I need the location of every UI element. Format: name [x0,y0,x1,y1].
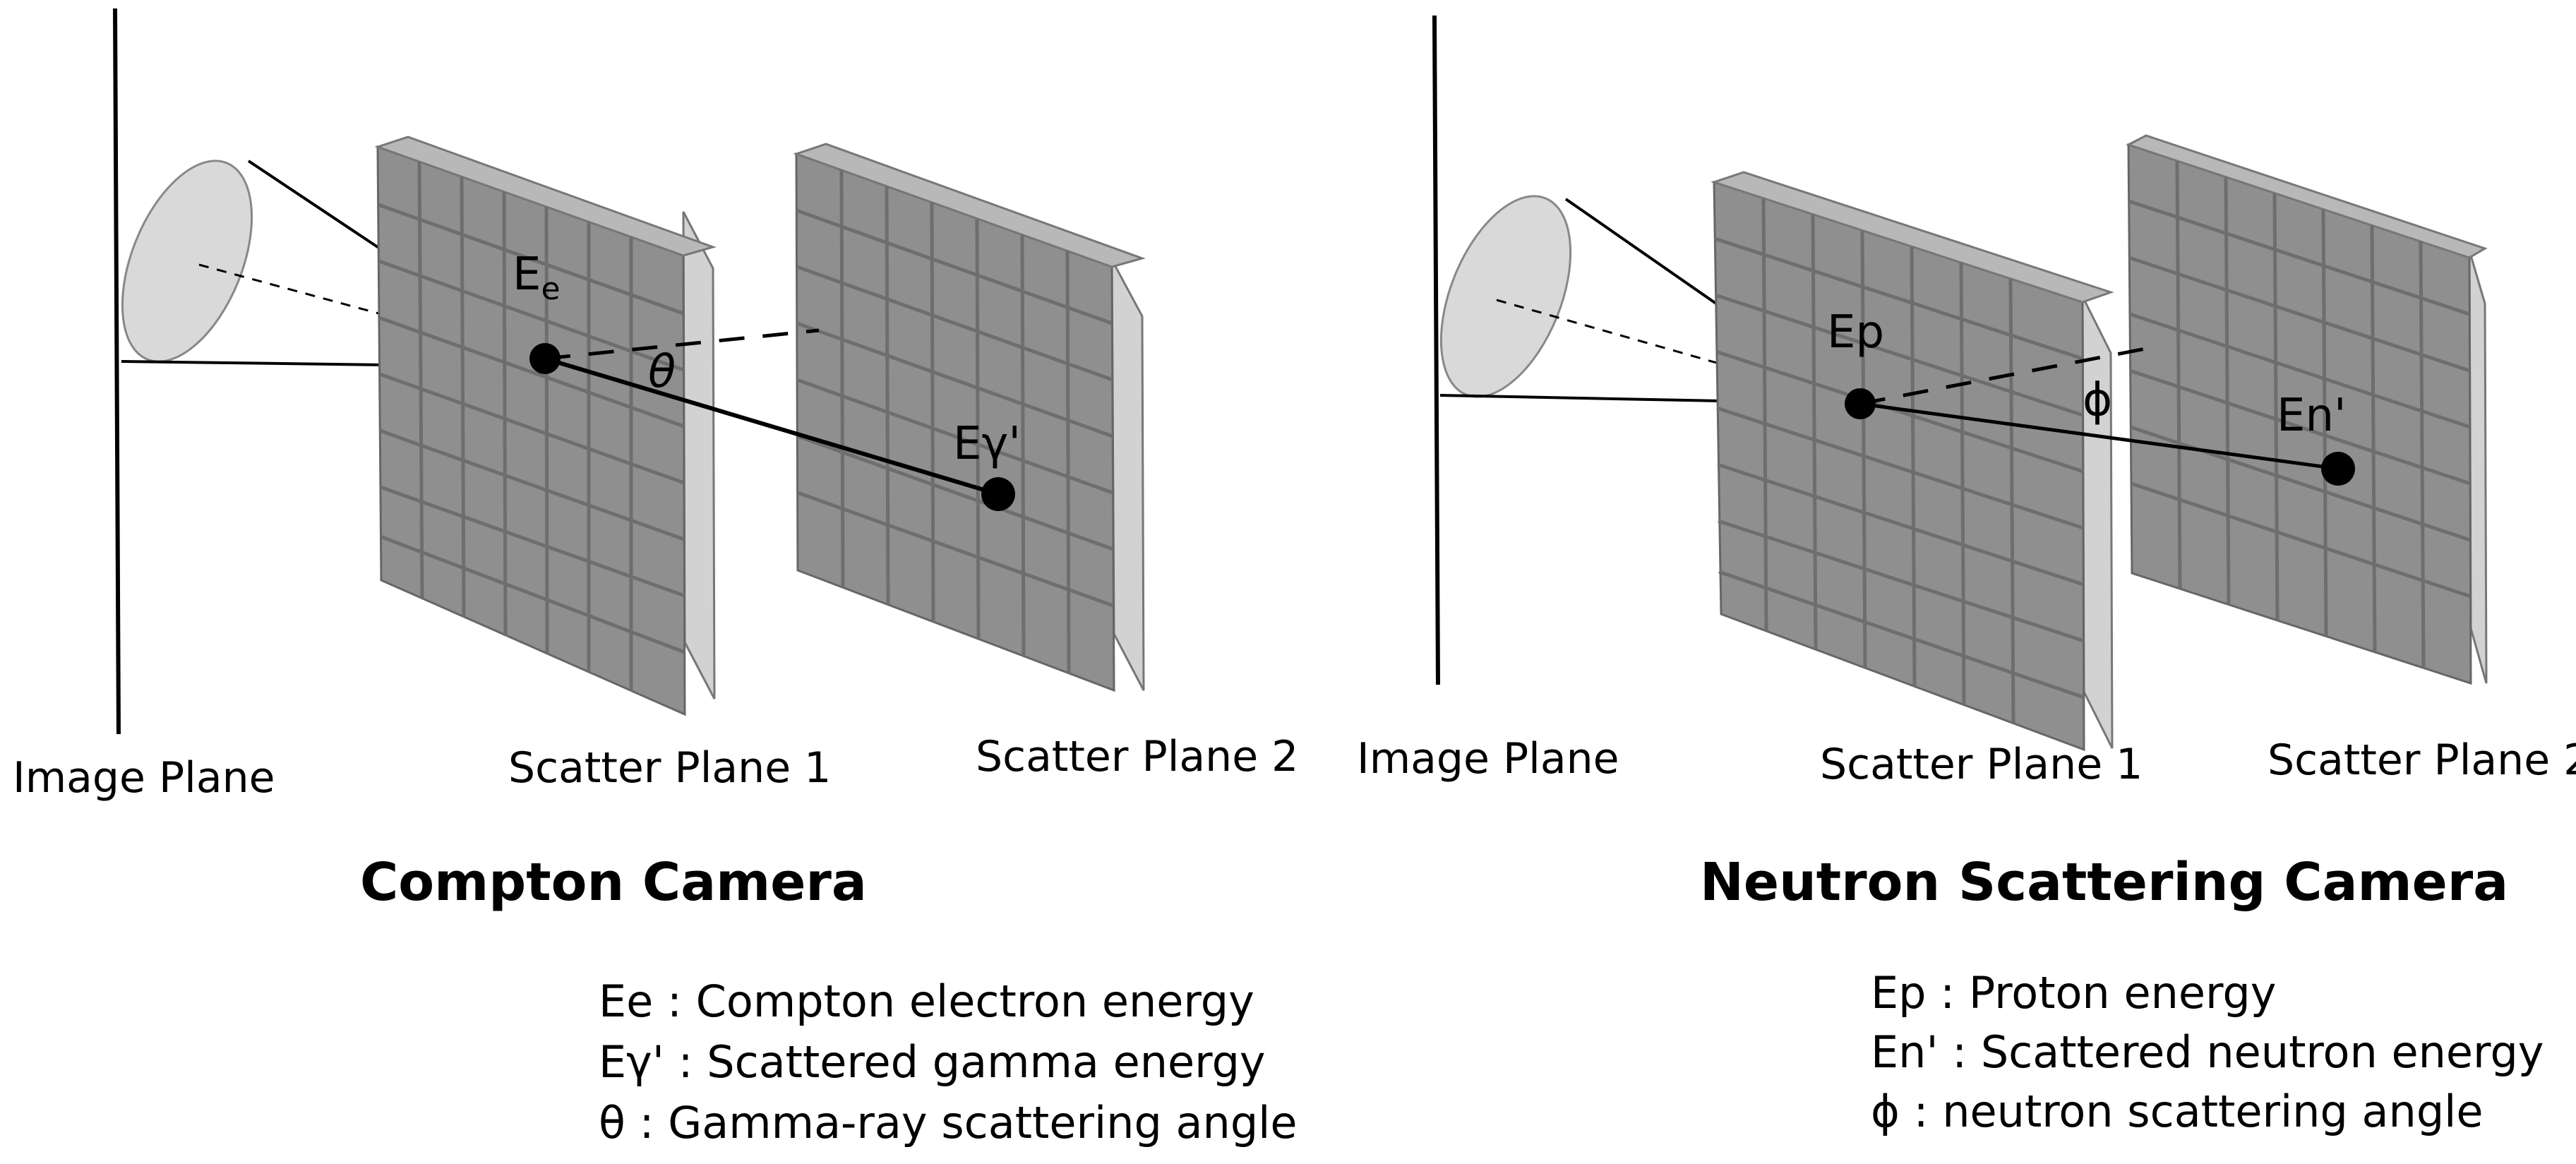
compton-scatter-plane-1-label: Scatter Plane 1 [508,743,831,793]
compton-scatter-plane-2 [793,143,1146,692]
neutron-title: Neutron Scattering Camera [1700,852,2508,913]
compton-cone-base [121,160,253,363]
neutron-scattered-path [1859,402,2339,471]
compton-plane-2-top [793,143,1146,268]
compton-point-1-label: Ee [513,248,561,307]
compton-plane-1-edge [682,211,716,700]
neutron-point-1-label: Ep [1827,306,1884,359]
compton-title: Compton Camera [360,852,867,913]
compton-legend-1: Ee : Compton electron energy [599,976,1254,1027]
neutron-image-plane-line [1432,15,1440,685]
neutron-angle-label: ϕ [2083,374,2112,426]
neutron-legend-2: En' : Scattered neutron energy [1871,1026,2544,1078]
neutron-legend-1: Ep : Proton energy [1871,967,2276,1019]
neutron-image-plane-label: Image Plane [1357,734,1619,784]
neutron-plane-1-edge [2081,296,2114,749]
compton-image-plane-label: Image Plane [13,753,275,803]
compton-camera-diagram: Ee Eγ' θ Image Plane Scatter Plane 1 Sca… [13,8,1298,1148]
compton-interaction-point-2 [981,477,1015,511]
neutron-incident-extension [1859,344,2161,406]
neutron-interaction-point-1 [1845,388,1876,419]
compton-plane-2-grid [796,169,1114,674]
neutron-plane-1-grid [1714,198,2085,724]
neutron-plane-1-top [1711,171,2114,304]
compton-plane-1-top [374,136,717,257]
neutron-scatter-plane-1 [1711,171,2114,752]
compton-point-2-label: Eγ' [953,418,1021,470]
neutron-scatter-plane-2-label: Scatter Plane 2 [2268,736,2576,785]
neutron-point-2-label: En' [2277,390,2347,442]
compton-legend-3: θ : Gamma-ray scattering angle [599,1097,1298,1148]
compton-image-plane-line [113,8,121,735]
neutron-plane-2-edge [2468,250,2488,684]
compton-incident-extension [544,328,820,361]
compton-scatter-plane-1 [374,136,717,716]
neutron-plane-2-top [2126,134,2488,259]
neutron-legend-3: ϕ : neutron scattering angle [1871,1086,2484,1137]
compton-angle-label: θ [648,346,676,398]
compton-plane-2-edge [1110,259,1145,691]
compton-plane-1-grid [378,161,685,691]
neutron-plane-2-grid [2128,160,2472,668]
neutron-cone-base [1439,195,1572,398]
neutron-interaction-point-2 [2321,452,2355,486]
compton-scattered-path [544,356,999,496]
compton-legend-2: Eγ' : Scattered gamma energy [599,1036,1266,1088]
compton-interaction-point-1 [529,343,561,374]
compton-scatter-plane-2-label: Scatter Plane 2 [976,732,1298,781]
neutron-scatter-plane-2 [2126,134,2488,685]
neutron-camera-diagram: Ep En' ϕ Image Plane Scatter Plane 1 Sca… [1357,15,2576,1137]
neutron-scatter-plane-1-label: Scatter Plane 1 [1820,740,2143,789]
